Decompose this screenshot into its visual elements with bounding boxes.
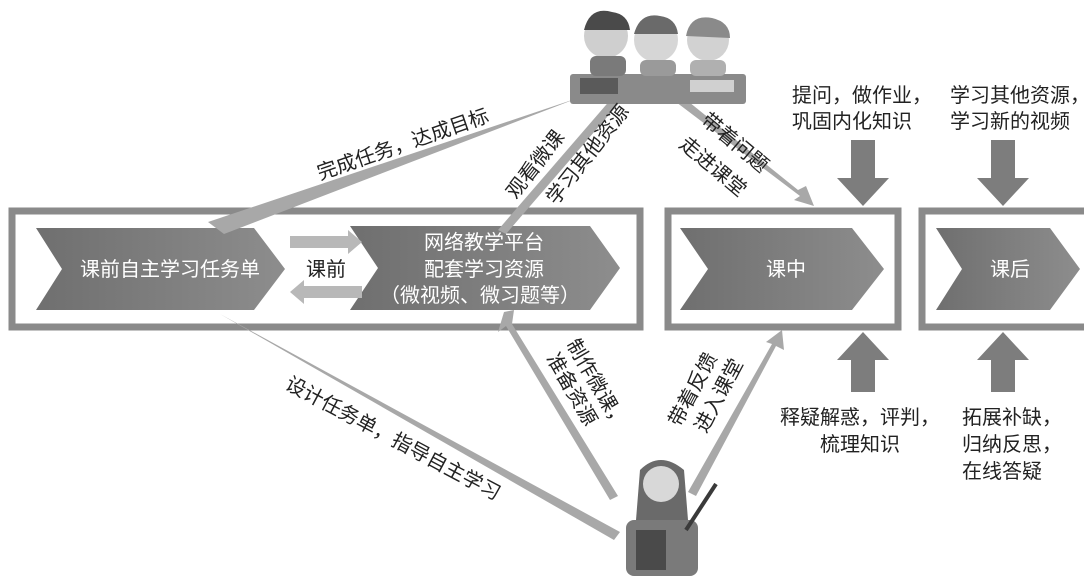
label-design-task: 设计任务单，指导自主学习 — [282, 371, 505, 505]
teacher-illustration — [626, 460, 718, 576]
postclass-label: 课后 — [990, 257, 1030, 281]
postclass-chevron — [936, 228, 1080, 310]
arrow-bring-feedback — [688, 330, 784, 496]
platform-label-line3: （微视频、微习题等） — [380, 283, 580, 307]
note-bottom-post-2: 归纳反思， — [962, 432, 1062, 456]
arrow-bring-questions — [676, 98, 814, 206]
inclass-label: 课中 — [766, 257, 806, 281]
label-complete-task: 完成任务，达成目标 — [314, 103, 492, 184]
note-top-post-2: 学习新的视频 — [950, 109, 1070, 133]
arrow-make-micro — [498, 310, 618, 500]
arrow-complete-task — [208, 98, 578, 234]
platform-label-line2: 配套学习资源 — [424, 257, 544, 281]
note-bottom-post-1: 拓展补缺， — [962, 405, 1062, 429]
preclass-frame — [8, 207, 644, 331]
up-arrow-icon — [837, 332, 889, 392]
preclass-middle-label: 课前 — [306, 257, 346, 281]
inclass-chevron — [680, 228, 884, 310]
left-arrow-icon — [290, 280, 362, 304]
up-arrow-icon — [977, 332, 1029, 392]
note-top-post-1: 学习其他资源， — [950, 83, 1084, 107]
down-arrow-icon — [977, 140, 1029, 206]
note-bottom-inclass-1: 释疑解惑，评判， — [780, 405, 940, 429]
students-illustration — [570, 10, 746, 104]
inclass-frame — [664, 207, 902, 331]
platform-label-line1: 网络教学平台 — [424, 230, 544, 254]
preclass-task-chevron — [36, 228, 285, 310]
postclass-frame — [918, 207, 1084, 331]
platform-chevron — [350, 226, 620, 310]
note-top-inclass-1: 提问，做作业， — [792, 83, 932, 107]
note-top-inclass-2: 巩固内化知识 — [792, 109, 912, 133]
preclass-task-label: 课前自主学习任务单 — [80, 257, 260, 281]
down-arrow-icon — [837, 140, 889, 206]
arrow-watch-micro — [498, 98, 620, 234]
right-arrow-icon — [290, 230, 362, 254]
note-bottom-post-3: 在线答疑 — [962, 459, 1042, 483]
note-bottom-inclass-2: 梳理知识 — [820, 432, 900, 456]
arrow-design-task — [220, 314, 620, 540]
